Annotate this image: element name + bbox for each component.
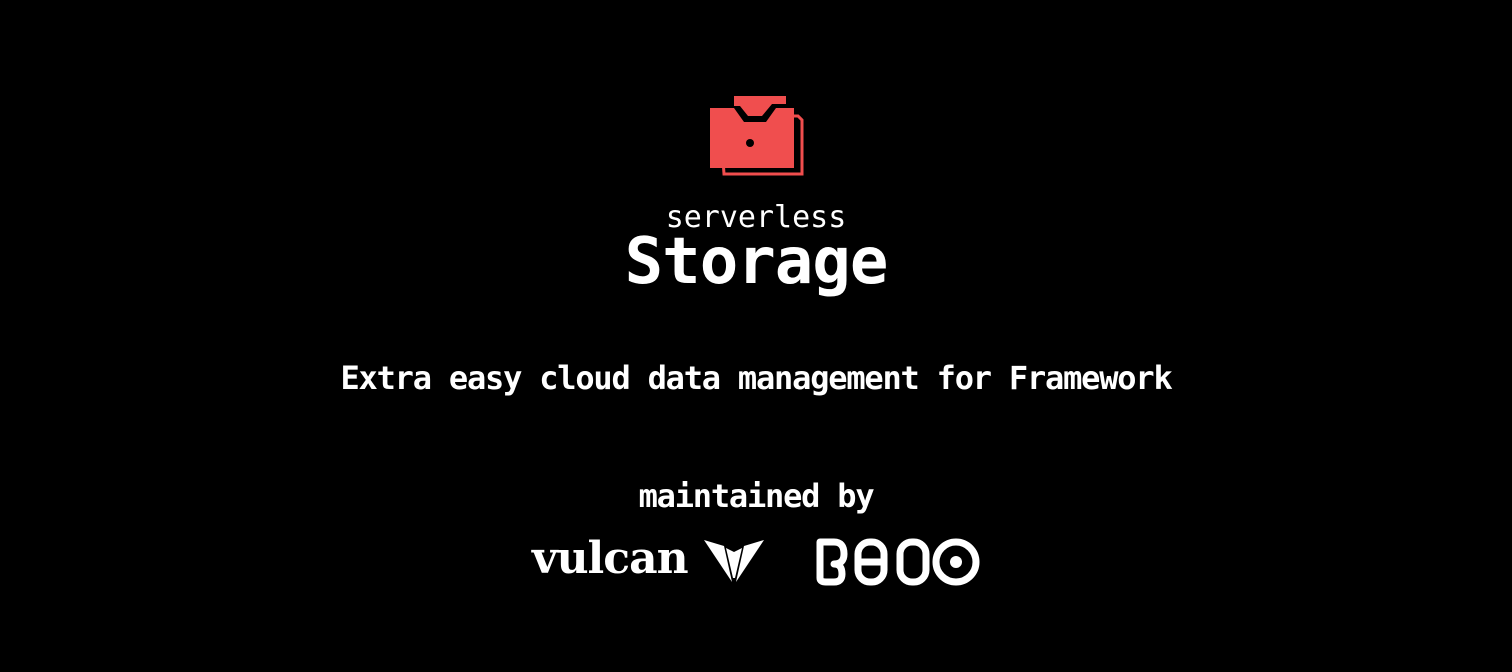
storage-box-icon <box>710 96 804 176</box>
page-title: Storage <box>624 225 889 299</box>
vulcan-wordmark: vulcan <box>532 533 689 584</box>
title-prefix: serverless <box>665 200 847 235</box>
vulcan-logo[interactable]: vulcan <box>532 533 768 588</box>
storage-logo-icon <box>706 94 806 178</box>
vulcan-shield-icon <box>704 540 764 582</box>
partner-wordmark-icon <box>816 538 980 586</box>
tagline: Extra easy cloud data management for Fra… <box>340 359 1172 397</box>
partner-logo[interactable] <box>812 534 984 588</box>
maintained-by-label: maintained by <box>638 477 875 515</box>
